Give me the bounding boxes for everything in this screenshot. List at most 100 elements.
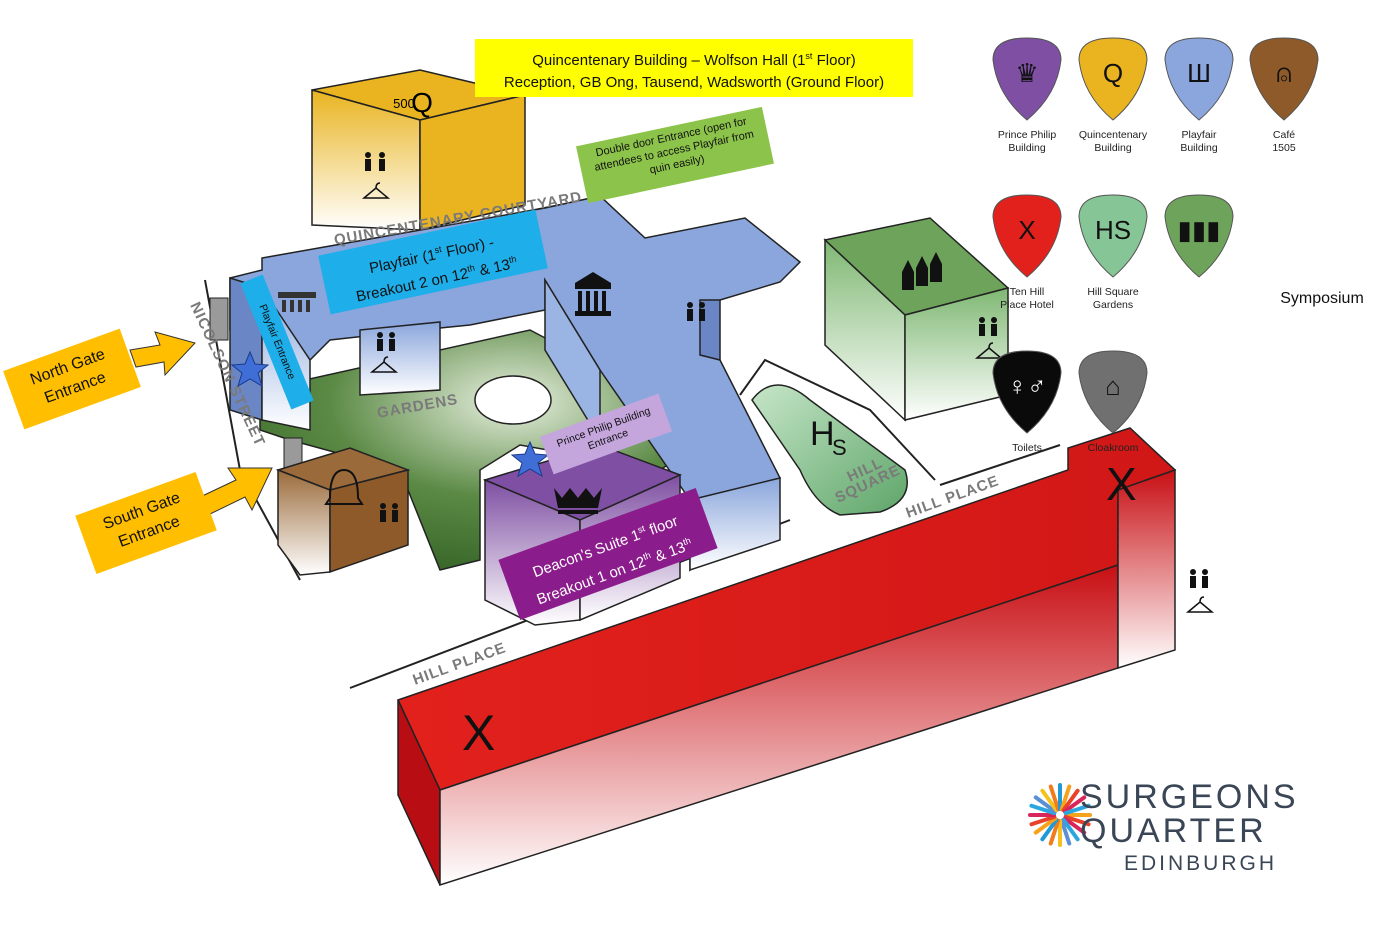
- playfair-line1-b: Floor) -: [440, 234, 496, 262]
- playfair-line2-b: & 13: [473, 256, 512, 281]
- north-gate-arrow: [129, 331, 196, 377]
- legend-label: Cloakroom: [1088, 442, 1139, 454]
- guitar-pick-column-capital-icon: [1164, 37, 1234, 121]
- legend-item: ▮▮▮ Symposium: [1164, 194, 1364, 307]
- hotel-x-glyph-east: X: [1106, 458, 1137, 510]
- legend-label: Playfair: [1181, 129, 1217, 141]
- guitar-pick-hanger-icon: [1078, 350, 1148, 434]
- hs-icon: HS: [1095, 215, 1131, 245]
- toilets-icon: [377, 332, 395, 351]
- logo-ray: [1062, 795, 1087, 814]
- x-icon: X: [1018, 215, 1035, 245]
- deacon-line1-b: floor: [643, 512, 681, 541]
- guitar-pick-crown-icon: [992, 37, 1062, 121]
- bell-icon: [324, 468, 364, 505]
- hanger-icon: [974, 342, 1004, 359]
- logo-ray: [1063, 814, 1091, 827]
- column-capital-icon: [575, 272, 611, 316]
- legend-label: Quincentenary: [1079, 129, 1148, 141]
- quin-line1-sup: st: [805, 51, 813, 61]
- logo-ray: [1040, 788, 1059, 813]
- hs-h-glyph: H: [810, 415, 835, 453]
- quin-line2: Reception, GB Ong, Tausend, Wadsworth (G…: [503, 74, 885, 91]
- legend-label-line2: 1505: [1272, 142, 1296, 154]
- legend-label: Ten Hill: [1010, 286, 1044, 298]
- logo-ray: [1048, 784, 1061, 812]
- quin-line1-a: Quincentenary Building – Wolfson Hall (1: [532, 52, 806, 69]
- guitar-pick-hs-icon: [1078, 194, 1148, 278]
- crown-icon: ♛: [1015, 58, 1038, 88]
- legend-item: ♀♂ Toilets: [992, 350, 1062, 454]
- logo-ray: [1029, 814, 1057, 827]
- logo-ray: [1033, 816, 1058, 835]
- logo-ray: [1033, 795, 1058, 814]
- toilets-icon: [380, 503, 398, 522]
- legend-label-line2: Building: [1094, 142, 1132, 154]
- legend-label-line2: Place Hotel: [1000, 299, 1054, 311]
- south-gate-arrow: [197, 467, 273, 516]
- garden-fountain: [474, 375, 552, 425]
- logo-ray: [1029, 803, 1057, 816]
- bottles-icon: ▮▮▮: [1178, 215, 1221, 245]
- legend-label: Café: [1273, 129, 1295, 141]
- hill-square-gardens: H S HILL SQUARE: [751, 384, 908, 516]
- legend-label-line2: Gardens: [1093, 299, 1133, 311]
- hanger-icon: [1185, 596, 1215, 613]
- toilets-icon: [687, 302, 705, 321]
- cafe-1505-building: [275, 447, 411, 576]
- column-capital-icon: Ш: [1187, 58, 1211, 88]
- legend-label-line2: Building: [1180, 142, 1218, 154]
- guitar-pick-bell-icon: [1249, 37, 1319, 121]
- toilets-icon: [979, 317, 997, 336]
- logo-ray: [1059, 818, 1072, 846]
- toilets-icon: ♀♂: [1008, 371, 1047, 401]
- legend-label: Prince Philip: [998, 129, 1057, 141]
- legend-label: Symposium: [1280, 290, 1364, 307]
- 500-q-icon: Q: [1103, 58, 1123, 88]
- symposium-building: [823, 217, 1010, 422]
- toilets-icon: [365, 152, 385, 171]
- logo-ray: [1059, 784, 1072, 812]
- toilets-icon: [1190, 569, 1208, 588]
- hanger-icon: ⌂: [1105, 371, 1121, 401]
- crown-icon: [554, 488, 602, 514]
- bell-icon: ⍝: [1276, 58, 1292, 88]
- prince-philip-entrance-star: [510, 440, 550, 478]
- hotel-x-glyph: X: [462, 705, 495, 761]
- legend-label: Toilets: [1012, 442, 1042, 454]
- quin-500-glyph: 500: [393, 96, 415, 111]
- quin-callout: Quincentenary Building – Wolfson Hall (1…: [475, 39, 913, 97]
- playfair-sup3: th: [507, 253, 518, 266]
- hanger-icon: [369, 356, 399, 373]
- guitar-pick-toilets-icon: [992, 350, 1062, 434]
- logo-ray: [1040, 817, 1059, 842]
- logo-line2: QUARTER: [1080, 812, 1267, 850]
- legend-label: Hill Square: [1087, 286, 1139, 298]
- column-capital-icon: [278, 292, 316, 312]
- logo-line3: EDINBURGH: [1124, 852, 1277, 875]
- ten-hill-place-hotel: X X: [396, 427, 1215, 887]
- guitar-pick-bottles-icon: [1164, 194, 1234, 278]
- logo-ray: [1061, 788, 1080, 813]
- logo-ray: [1048, 818, 1061, 846]
- quincentenary-building: 500 Q: [311, 69, 526, 231]
- playfair-entrance-star: [230, 350, 270, 388]
- logo-line1: SURGEONS: [1080, 778, 1299, 816]
- quin-q-glyph: Q: [411, 87, 433, 118]
- legend: ♛Prince PhilipBuildingQQuincentenaryBuil…: [992, 37, 1364, 454]
- logo-ray: [1063, 803, 1091, 816]
- guitar-pick-x-icon: [992, 194, 1062, 278]
- bottles-icon: [902, 252, 942, 290]
- north-gate-pillar: [209, 297, 229, 341]
- hs-s-glyph: S: [832, 435, 847, 460]
- surgeons-quarter-logo-mark: [1028, 783, 1092, 847]
- logo-ray: [1061, 817, 1080, 842]
